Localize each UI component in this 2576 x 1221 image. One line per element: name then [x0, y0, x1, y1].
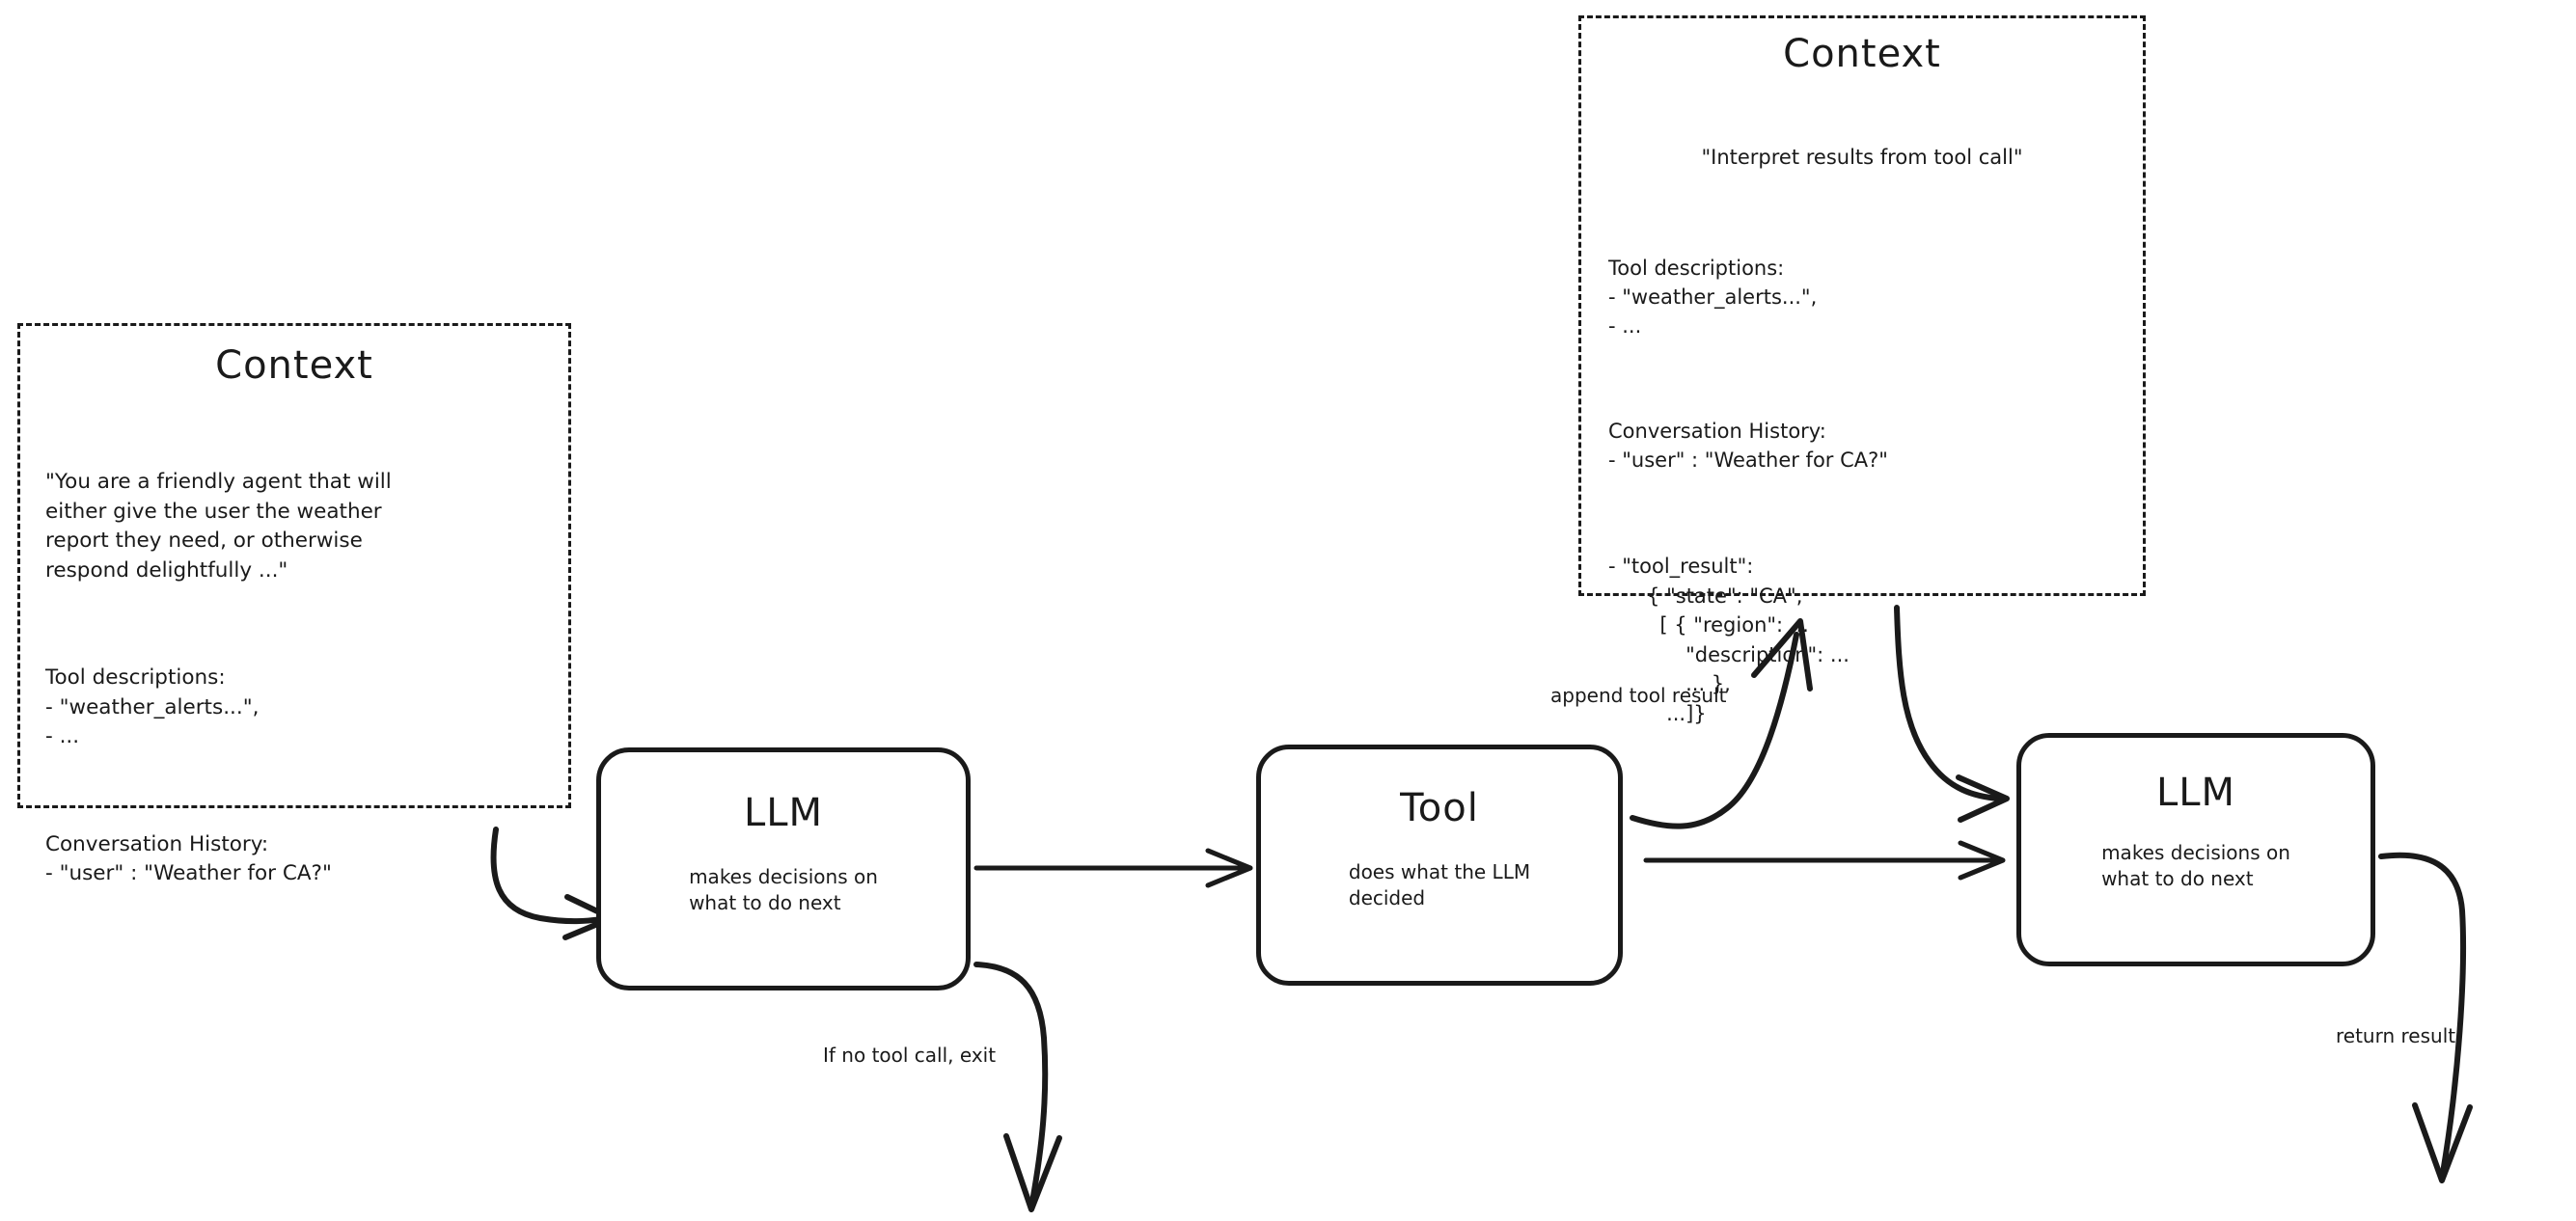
node-title: Tool [1400, 786, 1479, 830]
node-llm-second[interactable]: LLM makes decisions on what to do next [2016, 733, 2375, 966]
node-subtitle: does what the LLM decided [1348, 860, 1531, 909]
edge-label-return-result: return result [2336, 1024, 2456, 1047]
node-subtitle: makes decisions on what to do next [689, 865, 878, 914]
node-title: LLM [743, 791, 824, 835]
edge-label-append-tool-result: append tool result [1550, 684, 1727, 707]
context-body: "You are a friendly agent that will eith… [45, 409, 543, 948]
context-body: "Interpret results from tool call" Tool … [1608, 86, 2116, 786]
context-conversation-history: Conversation History: - "user" : "Weathe… [1608, 420, 1888, 472]
context-tool-result: - "tool_result": { "state": "CA", [ { "r… [1608, 555, 1850, 725]
edge-llm2-return [2378, 852, 2473, 1183]
context-box-after-tool: Context "Interpret results from tool cal… [1578, 15, 2146, 725]
context-system-prompt: "You are a friendly agent that will eith… [45, 470, 392, 583]
context-title: Context [215, 343, 373, 388]
context-conversation-history: Conversation History: - "user" : "Weathe… [45, 831, 332, 886]
node-subtitle: makes decisions on what to do next [2101, 841, 2290, 890]
node-title: LLM [2155, 771, 2236, 815]
context-tool-descriptions: Tool descriptions: - "weather_alerts..."… [1608, 257, 1818, 338]
edge-tool-to-llm2 [1643, 840, 2006, 881]
node-tool[interactable]: Tool does what the LLM decided [1256, 745, 1623, 986]
context-box-initial: Context "You are a friendly agent that w… [17, 323, 571, 885]
node-llm-first[interactable]: LLM makes decisions on what to do next [596, 747, 971, 990]
edge-llm1-to-tool [973, 848, 1253, 888]
context-system-prompt: "Interpret results from tool call" [1701, 145, 2023, 169]
edge-llm1-exit [973, 962, 1062, 1212]
edge-label-if-no-tool-call: If no tool call, exit [823, 1044, 997, 1067]
context-tool-descriptions: Tool descriptions: - "weather_alerts..."… [45, 665, 260, 749]
context-title: Context [1783, 32, 1941, 76]
